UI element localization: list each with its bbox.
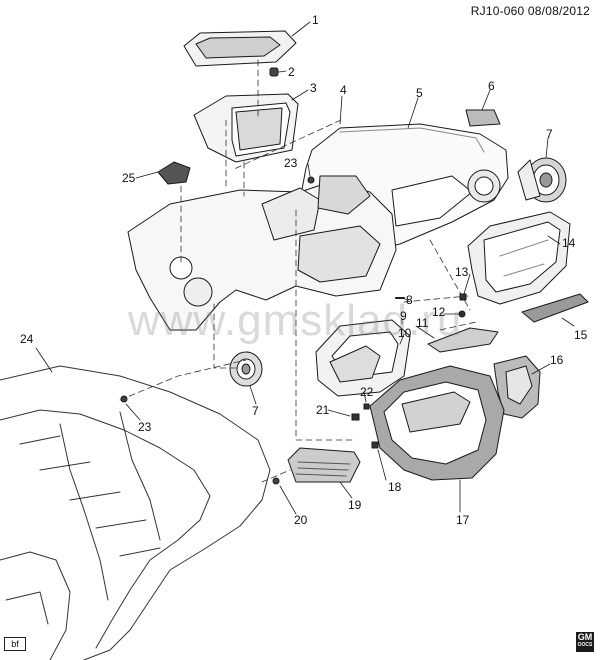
bf-tag: bf bbox=[4, 637, 26, 651]
part-7-round-vent-left bbox=[229, 351, 263, 387]
part-25-grille bbox=[157, 161, 191, 185]
gm-logo: GM OOCS bbox=[576, 632, 594, 652]
callout-18: 18 bbox=[388, 480, 402, 494]
part-15-trim-strip bbox=[521, 293, 589, 323]
gm-logo-bottom: OOCS bbox=[577, 642, 593, 648]
callout-11: 11 bbox=[416, 316, 429, 330]
callout-22: 22 bbox=[360, 385, 374, 399]
part-9-center-bracket bbox=[315, 319, 411, 397]
diagram-code: RJ10-060 08/08/2012 bbox=[470, 4, 590, 18]
part-23-screw-upper bbox=[307, 176, 315, 184]
part-16-right-bezel bbox=[493, 355, 541, 419]
callout-24: 24 bbox=[20, 332, 34, 346]
callout-23-upper: 23 bbox=[284, 156, 298, 170]
gm-logo-top: GM bbox=[577, 632, 593, 642]
callout-17: 17 bbox=[456, 513, 470, 527]
part-7-round-vent-right bbox=[517, 157, 567, 203]
callout-21: 21 bbox=[316, 403, 330, 417]
callout-20: 20 bbox=[294, 513, 308, 527]
callout-7-upper: 7 bbox=[546, 127, 553, 141]
callout-7-lower: 7 bbox=[252, 404, 259, 418]
part-1-top-cover bbox=[183, 30, 297, 67]
callout-1: 1 bbox=[312, 13, 319, 27]
part-3-display-housing bbox=[193, 93, 299, 163]
callout-2: 2 bbox=[288, 65, 295, 79]
part-20-screw bbox=[272, 477, 280, 485]
part-19-lower-vent bbox=[287, 447, 361, 483]
callout-16: 16 bbox=[550, 353, 564, 367]
part-24-body-structure bbox=[0, 365, 271, 660]
callout-8: 8 bbox=[406, 293, 413, 307]
callout-15: 15 bbox=[574, 328, 588, 342]
callout-4: 4 bbox=[340, 83, 347, 97]
callout-14: 14 bbox=[562, 236, 576, 250]
callout-12: 12 bbox=[432, 305, 446, 319]
callout-23-lower: 23 bbox=[138, 420, 152, 434]
part-18-clip bbox=[371, 441, 379, 449]
part-6-clip bbox=[465, 109, 501, 127]
callout-6: 6 bbox=[488, 79, 495, 93]
part-11-side-trim bbox=[427, 327, 499, 353]
callout-9: 9 bbox=[400, 309, 407, 323]
part-22-clip bbox=[363, 403, 370, 410]
callout-5: 5 bbox=[416, 86, 423, 100]
part-17-lower-bezel bbox=[369, 365, 505, 481]
part-21-clip bbox=[351, 413, 360, 421]
callout-19: 19 bbox=[348, 498, 362, 512]
part-2-nut bbox=[269, 67, 279, 77]
callout-3: 3 bbox=[310, 81, 317, 95]
callout-25: 25 bbox=[122, 171, 136, 185]
part-dash-carrier bbox=[127, 175, 397, 331]
part-14-glovebox bbox=[467, 211, 571, 305]
callout-13: 13 bbox=[455, 265, 469, 279]
callout-10: 10 bbox=[398, 326, 412, 340]
watermark: www.gmsklad.ru bbox=[128, 296, 463, 345]
